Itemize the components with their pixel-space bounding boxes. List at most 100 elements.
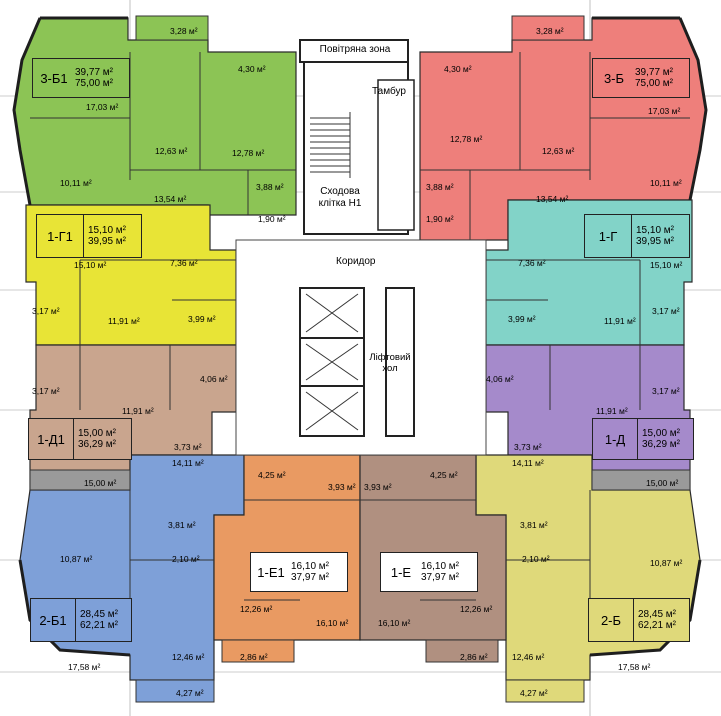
balcony-bl xyxy=(135,679,215,703)
room-area: 3,28 м² xyxy=(170,26,198,36)
room-area: 1,90 м² xyxy=(258,214,286,224)
air-zone-label: Повітряна зона xyxy=(319,44,391,55)
room-area: 16,10 м² xyxy=(316,618,349,628)
balcony-e1 xyxy=(221,639,295,663)
apartment-living-area: 28,45 м² xyxy=(80,609,119,620)
room-area: 4,06 м² xyxy=(486,374,514,384)
apartment-living-area: 15,00 м² xyxy=(642,428,681,439)
room-area: 11,91 м² xyxy=(604,316,636,326)
apartment-box-1-g[interactable]: 1-Г 15,10 м² 39,95 м² xyxy=(584,214,690,258)
room-area: 15,10 м² xyxy=(650,260,683,270)
room-area: 14,11 м² xyxy=(512,458,544,468)
shaft-right xyxy=(385,287,415,437)
room-area: 4,27 м² xyxy=(176,688,204,698)
room-area: 2,86 м² xyxy=(460,652,488,662)
room-area: 17,03 м² xyxy=(86,102,119,112)
room-area: 3,17 м² xyxy=(652,306,680,316)
apartment-box-1-d[interactable]: 1-Д 15,00 м² 36,29 м² xyxy=(592,418,694,460)
room-area: 3,99 м² xyxy=(188,314,216,324)
balcony-tr xyxy=(511,15,585,41)
apartment-code: 3-Б xyxy=(603,70,625,86)
room-area: 4,06 м² xyxy=(200,374,228,384)
apartment-3-b1[interactable] xyxy=(13,17,297,216)
apartment-code: 3-Б1 xyxy=(40,70,68,86)
balcony-br xyxy=(505,679,585,703)
room-area: 3,17 м² xyxy=(32,306,60,316)
balcony-d1 xyxy=(29,469,131,491)
vestibule-label: Тамбур xyxy=(372,86,406,97)
apartment-total-area: 39,95 м² xyxy=(636,236,675,247)
room-area: 12,63 м² xyxy=(542,146,575,156)
apartment-code: 1-Г xyxy=(598,228,618,244)
room-area: 2,10 м² xyxy=(522,554,550,564)
apartment-code: 1-Е xyxy=(390,564,412,580)
corridor-label: Коридор xyxy=(336,256,376,267)
stair-label: Сходова клітка Н1 xyxy=(318,186,362,209)
apartment-box-1-e1[interactable]: 1-Е1 16,10 м² 37,97 м² xyxy=(250,552,348,592)
room-area: 14,11 м² xyxy=(172,458,204,468)
stair-steps xyxy=(310,112,351,178)
balcony-e xyxy=(425,639,499,663)
room-area: 3,93 м² xyxy=(364,482,392,492)
room-area: 12,63 м² xyxy=(155,146,188,156)
balcony-d xyxy=(591,469,691,491)
room-area: 12,26 м² xyxy=(460,604,493,614)
apartment-code: 2-Б xyxy=(600,612,622,628)
apartment-box-1-d1[interactable]: 1-Д1 15,00 м² 36,29 м² xyxy=(28,418,132,460)
room-area: 3,73 м² xyxy=(514,442,542,452)
apartment-living-area: 16,10 м² xyxy=(421,561,460,572)
room-area: 17,58 м² xyxy=(68,662,101,672)
room-area: 3,81 м² xyxy=(168,520,196,530)
apartment-total-area: 37,97 м² xyxy=(421,572,460,583)
apartment-total-area: 62,21 м² xyxy=(638,620,677,631)
apartment-living-area: 39,77 м² xyxy=(75,67,114,78)
apartment-total-area: 39,95 м² xyxy=(88,236,127,247)
apartment-code: 1-Д1 xyxy=(37,431,65,447)
apartment-living-area: 15,00 м² xyxy=(78,428,117,439)
room-area: 7,36 м² xyxy=(518,258,546,268)
lift-cross xyxy=(305,293,359,431)
room-area: 10,11 м² xyxy=(60,178,92,188)
room-area: 10,87 м² xyxy=(650,558,683,568)
apartment-box-1-g1[interactable]: 1-Г1 15,10 м² 39,95 м² xyxy=(36,214,142,258)
apartment-code: 2-Б1 xyxy=(39,612,67,628)
apartment-living-area: 16,10 м² xyxy=(291,561,330,572)
apartment-living-area: 39,77 м² xyxy=(635,67,674,78)
room-area: 13,54 м² xyxy=(154,194,187,204)
room-area: 17,03 м² xyxy=(648,106,681,116)
apartment-total-area: 36,29 м² xyxy=(78,439,117,450)
room-area: 3,93 м² xyxy=(328,482,356,492)
apartment-living-area: 15,10 м² xyxy=(88,225,127,236)
room-area: 12,46 м² xyxy=(172,652,205,662)
room-area: 11,91 м² xyxy=(108,316,140,326)
apartment-box-3-b1[interactable]: 3-Б1 39,77 м² 75,00 м² xyxy=(32,58,130,98)
vestibule xyxy=(377,79,415,231)
room-area: 15,10 м² xyxy=(74,260,107,270)
apartment-total-area: 62,21 м² xyxy=(80,620,119,631)
outer-wall xyxy=(12,16,708,657)
room-area: 3,28 м² xyxy=(536,26,564,36)
room-area: 3,88 м² xyxy=(256,182,284,192)
room-area: 12,78 м² xyxy=(232,148,265,158)
room-area: 2,86 м² xyxy=(240,652,268,662)
apartment-code: 1-Е1 xyxy=(257,564,285,580)
apartment-code: 1-Д xyxy=(604,431,626,447)
room-area: 3,17 м² xyxy=(32,386,60,396)
room-area: 16,10 м² xyxy=(378,618,411,628)
apartment-box-2-b[interactable]: 2-Б 28,45 м² 62,21 м² xyxy=(588,598,690,642)
room-area: 2,10 м² xyxy=(172,554,200,564)
elevator-hall-label: Ліфтовий хол xyxy=(369,352,411,374)
apartment-box-3-b[interactable]: 3-Б 39,77 м² 75,00 м² xyxy=(592,58,690,98)
room-area: 4,30 м² xyxy=(238,64,266,74)
balcony-tl xyxy=(135,15,209,41)
apartment-living-area: 15,10 м² xyxy=(636,225,675,236)
room-area: 13,54 м² xyxy=(536,194,569,204)
room-area: 3,99 м² xyxy=(508,314,536,324)
room-area: 3,17 м² xyxy=(652,386,680,396)
apartment-total-area: 75,00 м² xyxy=(75,78,114,89)
apartment-box-1-e[interactable]: 1-Е 16,10 м² 37,97 м² xyxy=(380,552,478,592)
room-area: 1,90 м² xyxy=(426,214,454,224)
apartment-box-2-b1[interactable]: 2-Б1 28,45 м² 62,21 м² xyxy=(30,598,132,642)
room-area: 15,00 м² xyxy=(646,478,679,488)
room-area: 11,91 м² xyxy=(596,406,628,416)
